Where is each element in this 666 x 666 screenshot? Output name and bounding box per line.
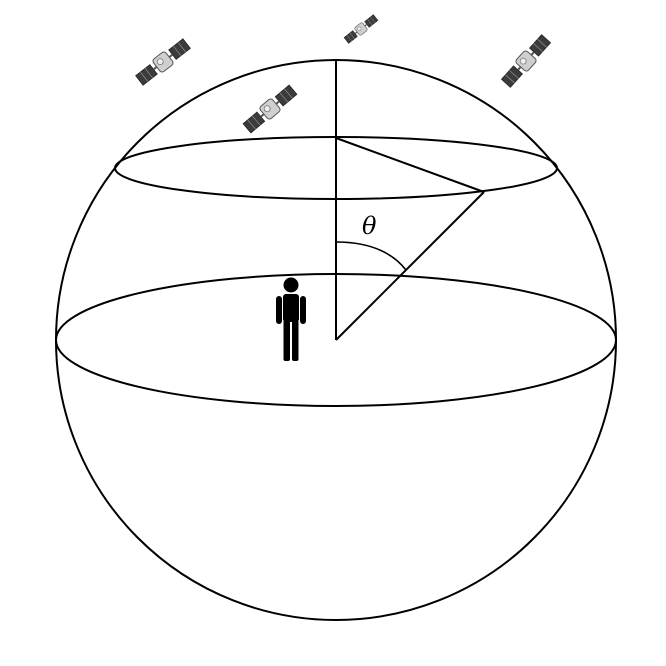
slant-line (335, 191, 485, 341)
person-icon (276, 277, 306, 361)
satellite-icon (498, 32, 554, 90)
angle-arc (335, 241, 407, 271)
satellite-icon (240, 82, 300, 136)
satellite-icon (133, 36, 193, 88)
satellite-icon (342, 13, 380, 45)
upper-radius-line (335, 137, 485, 193)
angle-label: θ (362, 212, 377, 240)
